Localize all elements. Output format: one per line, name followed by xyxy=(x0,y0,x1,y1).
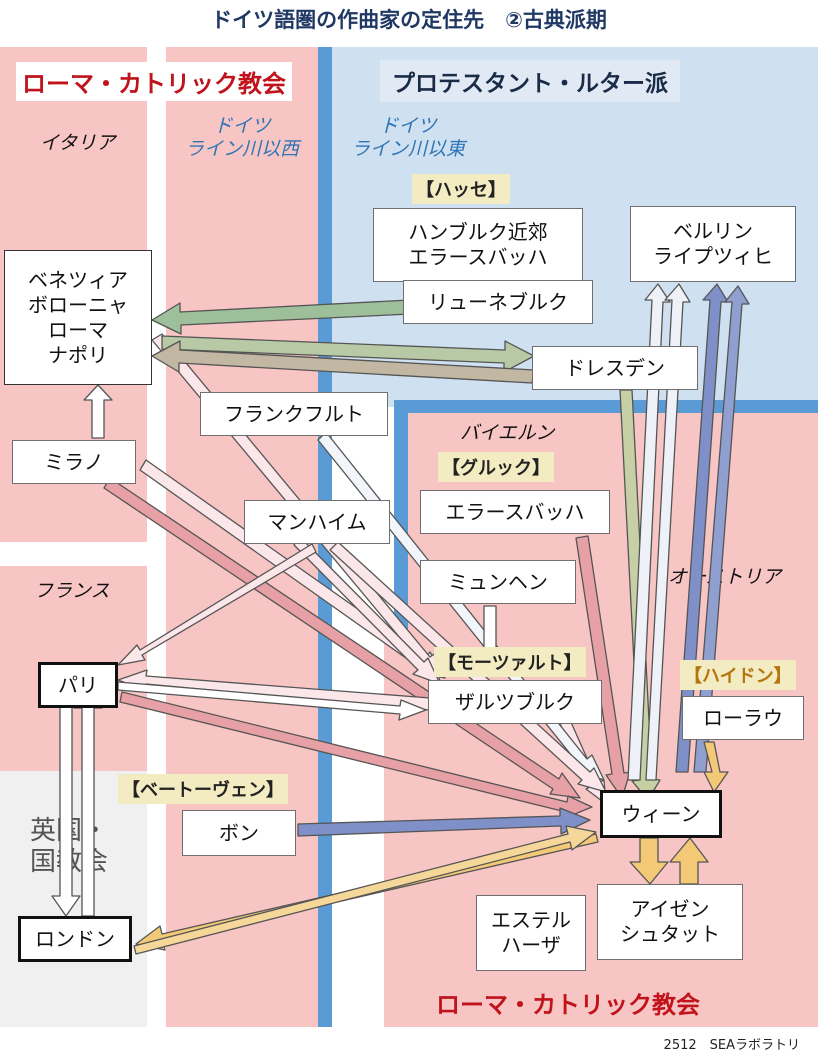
arrow-vienna-berlin-beethoven-2 xyxy=(693,285,750,773)
city-rohrau: ローラウ xyxy=(682,696,804,740)
credit: 2512 SEAラボラトリ xyxy=(663,1038,800,1053)
catholic-label-top: ローマ・カトリック教会 xyxy=(16,62,292,101)
composer-mozart: 【モーツァルト】 xyxy=(434,647,586,677)
city-london: ロンドン xyxy=(18,916,132,962)
arrow-bonn-vienna xyxy=(297,807,591,837)
region-italy: イタリア xyxy=(40,132,116,154)
arrow-mannheim-paris xyxy=(117,543,317,666)
city-dresden: ドレスデン xyxy=(532,346,698,390)
composer-beethoven: 【ベートーヴェン】 xyxy=(118,774,288,804)
composer-hasse: 【ハッセ】 xyxy=(412,174,510,204)
city-milano: ミラノ xyxy=(12,440,136,484)
arrow-london-paris xyxy=(73,689,103,917)
region-germany-west: ドイツ ライン川以西 xyxy=(184,115,299,160)
city-hamburg-ellersbach: ハンブルク近郊 エラースバッハ xyxy=(373,208,583,282)
arrow-vienna-berlin-beethoven xyxy=(675,283,729,773)
city-vienna: ウィーン xyxy=(600,790,722,838)
arrow-paris-london xyxy=(51,705,81,917)
composer-gluck: 【グルック】 xyxy=(438,452,554,482)
arrow-italy-dresden xyxy=(161,335,535,373)
arrow-dresden-italy xyxy=(151,340,535,384)
arrow-ellersbach-vienna xyxy=(575,535,631,799)
city-eisenstadt: アイゼン シュタット xyxy=(597,884,743,960)
catholic-label-bottom: ローマ・カトリック教会 xyxy=(436,991,700,1019)
arrow-vienna-eisenstadt xyxy=(629,837,669,885)
protestant-label: プロテスタント・ルター派 xyxy=(380,60,680,102)
city-berlin-leipzig: ベルリン ライプツィヒ xyxy=(630,206,796,282)
page-title: ドイツ語圏の作曲家の定住先 ②古典派期 xyxy=(211,8,607,32)
city-italy-group: ベネツィア ボローニャ ローマ ナポリ xyxy=(4,250,152,385)
city-mannheim: マンハイム xyxy=(244,500,390,544)
arrow-milano-italy xyxy=(83,384,113,439)
city-esterhaza: エステル ハーザ xyxy=(476,895,586,971)
city-frankfurt: フランクフルト xyxy=(200,392,388,436)
arrow-eisenstadt-vienna xyxy=(669,837,709,885)
arrow-vienna-berlin-2 xyxy=(645,283,691,781)
city-paris: パリ xyxy=(38,662,118,708)
city-ellersbach: エラースバッハ xyxy=(420,490,610,534)
city-salzburg: ザルツブルク xyxy=(428,680,602,724)
arrow-rohrau-vienna xyxy=(703,741,729,793)
city-munich: ミュンヘン xyxy=(420,560,576,604)
arrow-paris-salzburg xyxy=(117,681,427,721)
region-bavaria: バイエルン xyxy=(460,422,555,444)
region-france: フランス xyxy=(34,580,110,602)
bavaria-divider-vertical xyxy=(394,400,408,633)
city-luneburg: リューネブルク xyxy=(403,280,593,324)
arrow-vienna-berlin xyxy=(627,283,671,781)
city-bonn: ボン xyxy=(182,810,296,856)
region-germany-east: ドイツ ライン川以東 xyxy=(350,115,465,160)
composer-haydn: 【ハイドン】 xyxy=(680,660,796,690)
arrow-london-vienna xyxy=(133,825,597,955)
arrow-luneburg-italy xyxy=(151,299,411,335)
